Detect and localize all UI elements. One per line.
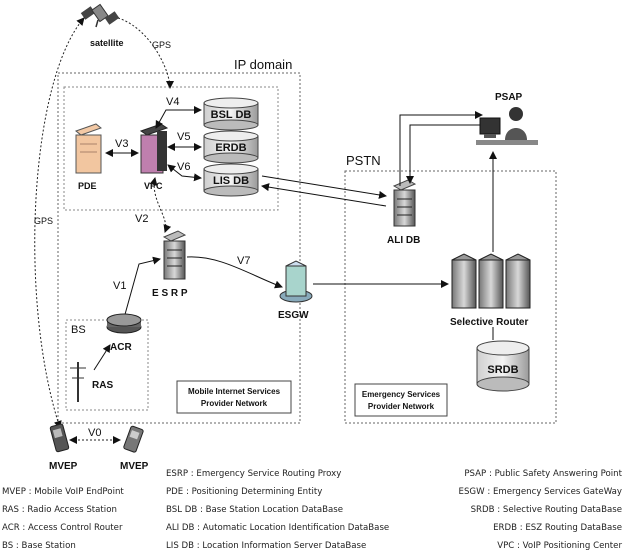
selective-router-servers-icon bbox=[451, 253, 531, 309]
bsl-db-label: BSL DB bbox=[211, 109, 252, 121]
v7-label: V7 bbox=[237, 255, 250, 267]
ras-acr-link bbox=[93, 344, 111, 371]
legend-item: BSL DB : Base Station Location DataBase bbox=[166, 505, 343, 515]
mvep-right-label: MVEP bbox=[120, 461, 149, 472]
esgw-gateway-icon bbox=[279, 260, 313, 303]
selective-router-label: Selective Router bbox=[450, 317, 528, 328]
pstn-domain-label: PSTN bbox=[346, 153, 381, 168]
pde-label: PDE bbox=[78, 181, 97, 191]
satellite-icon bbox=[80, 3, 120, 28]
mvep-left-phone-icon bbox=[49, 423, 70, 453]
lis-ali-link-b bbox=[261, 183, 387, 207]
legend-item: BS : Base Station bbox=[2, 541, 76, 551]
psap-operator-icon bbox=[476, 107, 538, 145]
legend-item: SRDB : Selective Routing DataBase bbox=[471, 505, 622, 515]
acr-label: ACR bbox=[110, 342, 132, 353]
srdb-label: SRDB bbox=[487, 364, 518, 376]
legend-item: ESGW : Emergency Services GateWay bbox=[459, 487, 622, 497]
pde-server-icon bbox=[74, 123, 103, 174]
legend: MVEP : Mobile VoIP EndPoint RAS : Radio … bbox=[2, 469, 623, 551]
legend-item: RAS : Radio Access Station bbox=[2, 505, 117, 515]
legend-item: ALI DB : Automatic Location Identificati… bbox=[166, 523, 389, 533]
ali-psap-link-up bbox=[399, 111, 483, 186]
srdb-cylinder bbox=[476, 340, 530, 392]
legend-item: MVEP : Mobile VoIP EndPoint bbox=[2, 487, 124, 497]
lis-ali-link-a bbox=[261, 175, 387, 199]
ali-db-server-icon bbox=[392, 179, 417, 227]
v5-label: V5 bbox=[177, 131, 190, 143]
legend-item: PSAP : Public Safety Answering Point bbox=[464, 469, 622, 479]
legend-item: ACR : Access Control Router bbox=[2, 523, 123, 533]
erdb-label: ERDB bbox=[215, 142, 246, 154]
satellite-label: satellite bbox=[90, 38, 124, 48]
ali-db-label: ALI DB bbox=[387, 235, 420, 246]
mvep-left-label: MVEP bbox=[49, 461, 78, 472]
psap-label: PSAP bbox=[495, 92, 523, 103]
v0-label: V0 bbox=[88, 427, 101, 439]
v1-label: V1 bbox=[113, 280, 126, 292]
ras-label: RAS bbox=[92, 380, 113, 391]
lis-db-label: LIS DB bbox=[213, 175, 249, 187]
v7-link bbox=[186, 256, 283, 289]
esgw-label: ESGW bbox=[278, 310, 309, 321]
gps-link-left bbox=[34, 17, 85, 429]
mvep-right-phone-icon bbox=[123, 425, 144, 453]
mobile-network-caption-line2: Provider Network bbox=[201, 399, 268, 408]
emergency-network-caption-box bbox=[354, 383, 448, 417]
v6-label: V6 bbox=[177, 161, 190, 173]
pstn-domain-box bbox=[344, 170, 557, 424]
bsl-db-cylinder bbox=[203, 97, 259, 131]
mobile-network-caption-line1: Mobile Internet Services bbox=[188, 387, 281, 396]
v4-label: V4 bbox=[166, 96, 179, 108]
vpc-server-icon bbox=[139, 123, 169, 174]
v1-link bbox=[123, 256, 161, 319]
legend-item: ESRP : Emergency Service Routing Proxy bbox=[166, 469, 341, 479]
v3-label: V3 bbox=[115, 138, 128, 150]
lis-db-cylinder bbox=[203, 163, 259, 197]
gps-label-top: GPS bbox=[152, 40, 171, 50]
esrp-server-icon bbox=[162, 230, 187, 280]
ip-domain-label: IP domain bbox=[234, 57, 292, 72]
bs-label: BS bbox=[71, 324, 86, 336]
gps-label-left: GPS bbox=[34, 216, 53, 226]
ali-psap-link-down bbox=[406, 124, 482, 184]
esrp-label: E S R P bbox=[152, 288, 188, 299]
legend-item: ERDB : ESZ Routing DataBase bbox=[493, 523, 622, 533]
emergency-network-caption-line1: Emergency Services bbox=[362, 390, 441, 399]
v2-label: V2 bbox=[135, 213, 148, 225]
mobile-network-caption-box bbox=[176, 380, 292, 414]
vpc-label: VPC bbox=[144, 181, 163, 191]
erdb-cylinder bbox=[203, 130, 259, 164]
v6-link bbox=[167, 164, 202, 182]
v4-link bbox=[155, 106, 202, 129]
ras-antenna-icon bbox=[70, 362, 86, 402]
gps-link-top bbox=[117, 17, 174, 89]
acr-router-icon bbox=[106, 313, 142, 334]
emergency-network-caption-line2: Provider Network bbox=[368, 402, 435, 411]
legend-item: VPC : VoIP Positioning Center bbox=[497, 541, 622, 551]
v2-link bbox=[149, 177, 172, 233]
legend-item: LIS DB : Location Information Server Dat… bbox=[166, 541, 366, 551]
legend-item: PDE : Positioning Determining Entity bbox=[166, 487, 322, 497]
